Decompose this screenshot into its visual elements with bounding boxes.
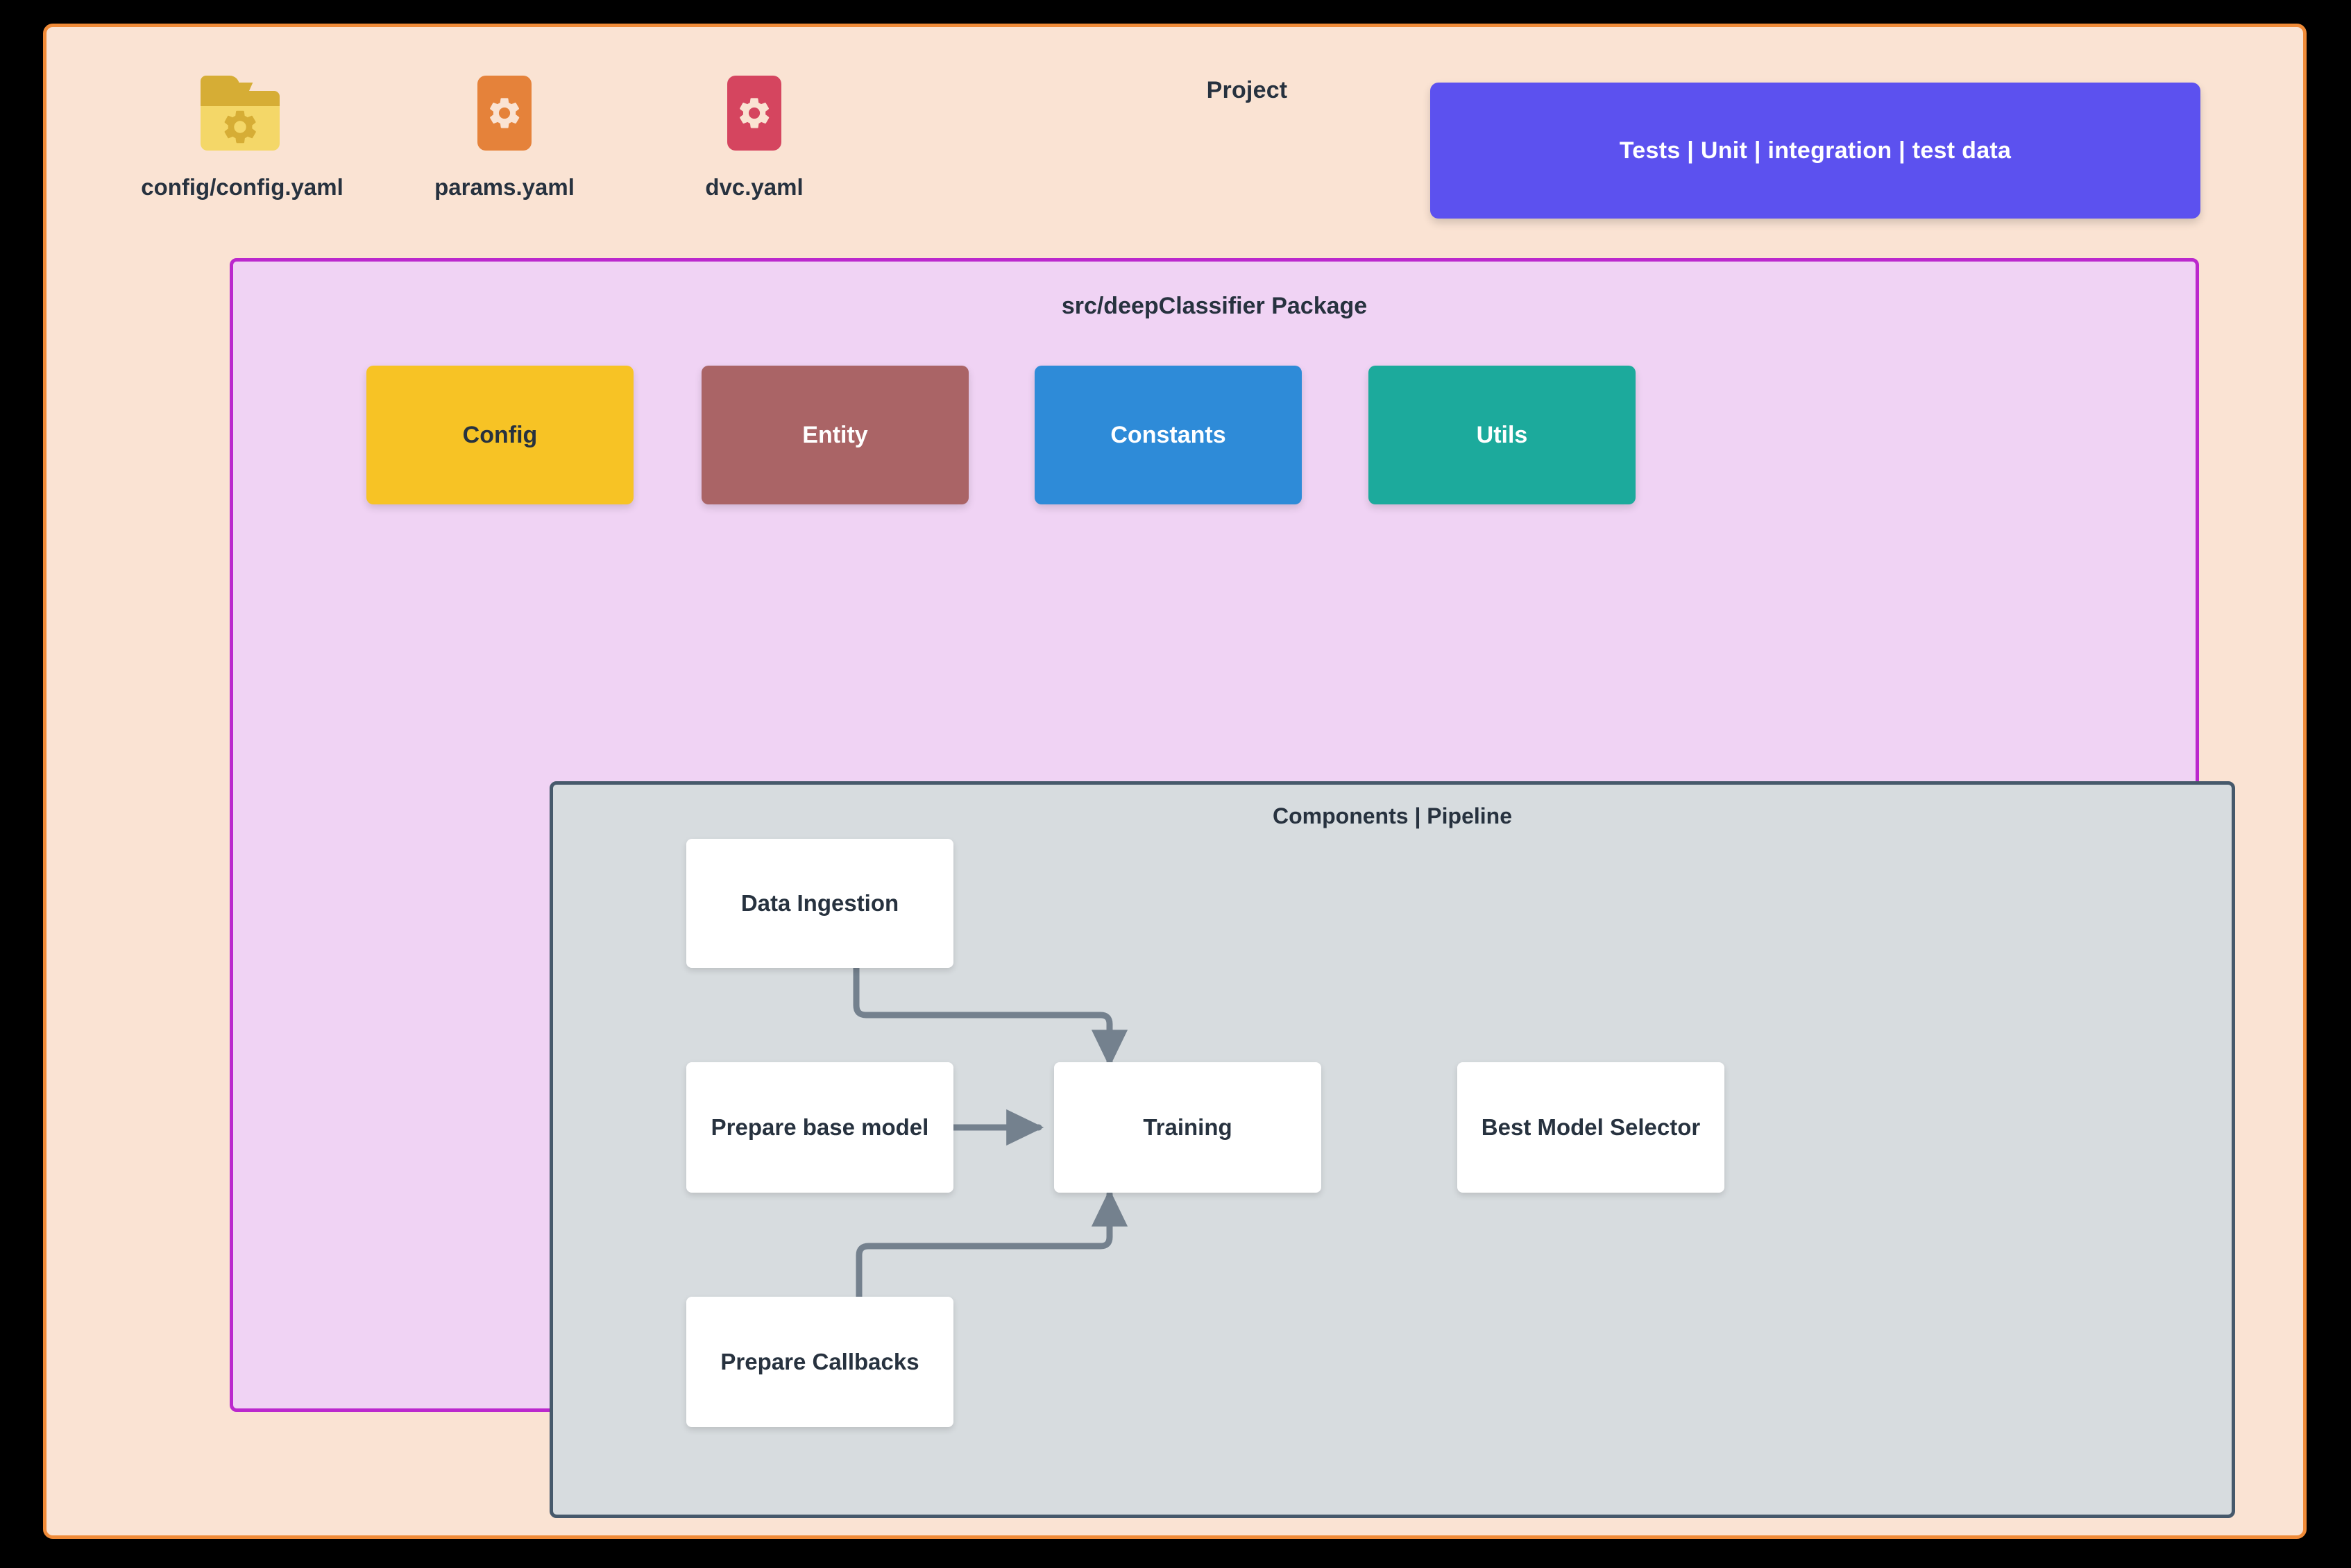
file-item-params[interactable]: params.yaml (387, 76, 622, 201)
folder-gear-icon (201, 76, 284, 159)
module-label: Config (462, 421, 538, 448)
node-data-ingestion[interactable]: Data Ingestion (686, 839, 953, 968)
gear-glyph (490, 98, 520, 128)
node-label: Data Ingestion (740, 890, 899, 916)
module-card-utils[interactable]: Utils (1368, 366, 1636, 504)
module-label: Utils (1476, 421, 1528, 448)
pipeline-container: Components | Pipeline (550, 781, 2235, 1518)
package-container: src/deepClassifier Package Config Entity… (230, 258, 2235, 1518)
file-label: dvc.yaml (705, 174, 804, 200)
file-label: params.yaml (434, 174, 575, 200)
page-title: Project (1206, 77, 1288, 103)
node-label: Best Model Selector (1481, 1114, 1701, 1140)
file-gear-icon (477, 76, 532, 159)
project-panel: Project config/config.yaml (43, 24, 2307, 1539)
file-item-dvc[interactable]: dvc.yaml (650, 76, 858, 201)
file-gear-icon (727, 76, 781, 159)
module-label: Constants (1110, 421, 1226, 448)
node-label: Prepare Callbacks (720, 1349, 919, 1374)
pipeline-title: Components | Pipeline (1273, 803, 1512, 828)
gear-glyph (740, 98, 770, 128)
file-item-config[interactable]: config/config.yaml (103, 76, 381, 201)
tests-label: Tests | Unit | integration | test data (1619, 137, 2012, 164)
module-card-constants[interactable]: Constants (1035, 366, 1302, 504)
node-label: Prepare base model (711, 1114, 929, 1140)
module-card-entity[interactable]: Entity (702, 366, 969, 504)
node-label: Training (1143, 1114, 1232, 1140)
module-card-config[interactable]: Config (366, 366, 634, 504)
package-title: src/deepClassifier Package (1061, 293, 1368, 319)
node-best-model-selector[interactable]: Best Model Selector (1457, 1062, 1724, 1193)
node-prepare-callbacks[interactable]: Prepare Callbacks (686, 1297, 953, 1427)
tests-banner[interactable]: Tests | Unit | integration | test data (1430, 83, 2200, 219)
gear-glyph (224, 110, 256, 144)
node-training[interactable]: Training (1054, 1062, 1321, 1193)
module-label: Entity (802, 421, 868, 448)
file-label: config/config.yaml (141, 174, 343, 200)
node-prepare-base-model[interactable]: Prepare base model (686, 1062, 953, 1193)
